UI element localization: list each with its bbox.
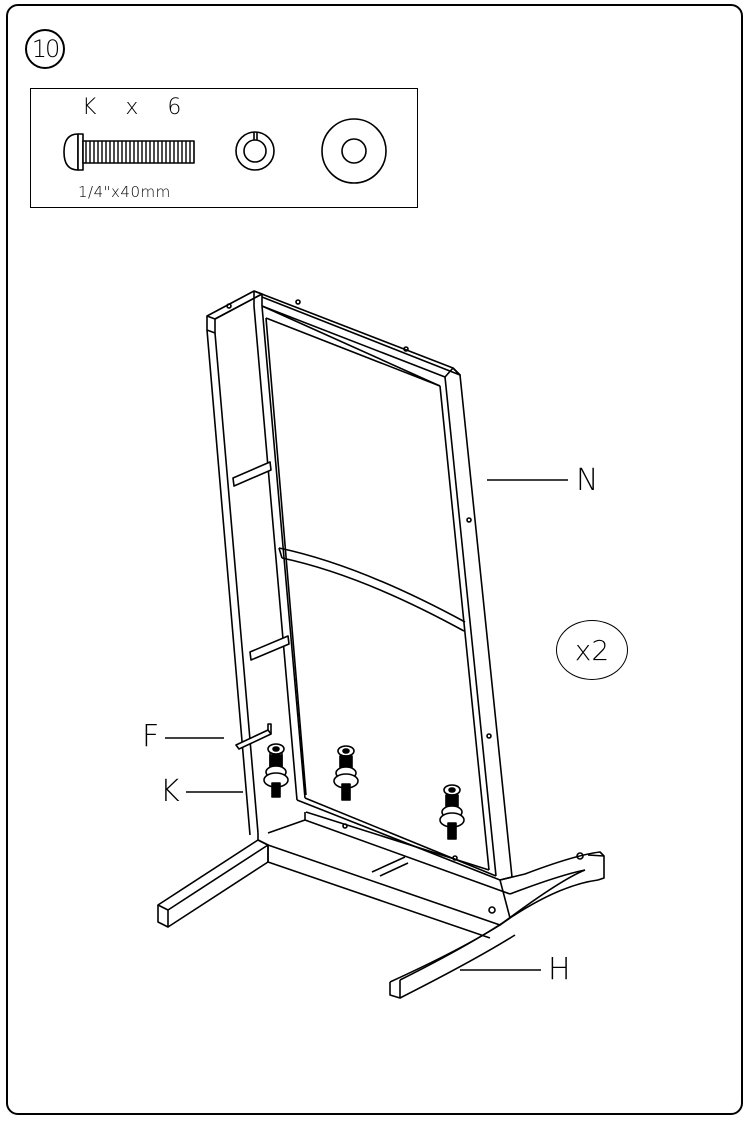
bolt-k-2: [333, 745, 359, 801]
callout-n: N: [576, 463, 599, 498]
callout-f: F: [142, 719, 160, 754]
lock-washer-icon: [235, 131, 275, 171]
callout-h: H: [548, 952, 571, 987]
quantity-multiplier-badge: x2: [556, 620, 628, 680]
allen-key-f-drawing: [235, 723, 272, 750]
flat-washer-icon: [321, 118, 387, 184]
frame-n-drawing: [206, 290, 513, 881]
bolt-size-label: 1/4"x40mm: [78, 183, 171, 201]
parts-box: [30, 88, 418, 208]
parts-quantity-label: K x 6: [82, 95, 193, 120]
bolt-k-1: [263, 743, 289, 798]
page-frame: [6, 4, 743, 1115]
bolt-k-3: [439, 784, 465, 840]
base-h-drawing: [157, 812, 605, 999]
bolt-k-group: [263, 743, 465, 840]
bolt-icon: [63, 133, 195, 171]
callout-k: K: [160, 774, 180, 809]
step-number-badge: 10: [25, 29, 65, 69]
